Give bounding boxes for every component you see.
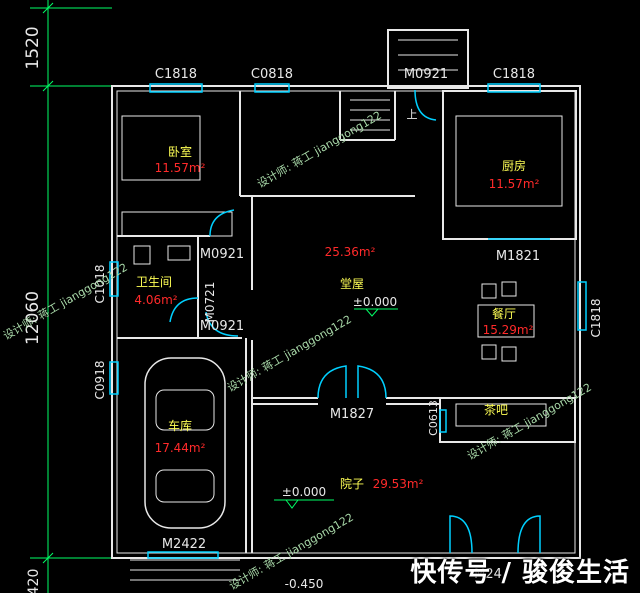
openings bbox=[109, 83, 587, 559]
room-kitchen-name: 厨房 bbox=[502, 158, 526, 173]
room-bathroom-area: 4.06m² bbox=[134, 293, 177, 307]
door-bath-lower-label: M0921 bbox=[200, 319, 244, 334]
window-top-middle-label: C0818 bbox=[251, 67, 293, 82]
room-bedroom-area: 11.57m² bbox=[155, 161, 206, 175]
door-bath-upper-label: M0721 bbox=[203, 282, 217, 323]
room-courtyard-name: 院子 bbox=[340, 477, 364, 491]
window-top-left-label: C1818 bbox=[155, 67, 197, 82]
level-markers bbox=[274, 308, 398, 509]
room-hall-area: 25.36m² bbox=[325, 245, 376, 259]
dim-1520: 1520 bbox=[23, 26, 43, 69]
room-courtyard-area: 29.53m² bbox=[373, 477, 424, 491]
dim-12060: 12060 bbox=[23, 291, 43, 345]
dim-420: 420 bbox=[26, 569, 42, 593]
level-hall: ±0.000 bbox=[353, 295, 397, 309]
room-garage-area: 17.44m² bbox=[155, 441, 206, 455]
window-left-bath-label: C1018 bbox=[93, 265, 107, 304]
level-outside: -0.450 bbox=[285, 577, 324, 591]
door-stair-label: M0921 bbox=[404, 67, 448, 82]
level-courtyard: ±0.000 bbox=[282, 485, 326, 499]
stair-up-label: 上 bbox=[407, 108, 418, 121]
room-hall-name: 堂屋 bbox=[340, 277, 364, 291]
designer-watermark: 设计师: 蒋工 jianggong122 bbox=[225, 313, 354, 395]
door-kitchen-label: M1821 bbox=[496, 249, 540, 264]
door-hall-courtyard-label: M1827 bbox=[330, 407, 374, 422]
window-right-dining-label: C1818 bbox=[589, 299, 603, 338]
designer-watermark: 设计师: 蒋工 jianggong122 bbox=[1, 261, 130, 343]
room-tea-bar-name: 茶吧 bbox=[484, 402, 508, 417]
room-kitchen-area: 11.57m² bbox=[489, 177, 540, 191]
door-bedroom-label: M0921 bbox=[200, 247, 244, 262]
room-bathroom-name: 卫生间 bbox=[136, 275, 172, 289]
window-top-right-label: C1818 bbox=[493, 67, 535, 82]
dimension-chain bbox=[30, 0, 112, 593]
designer-watermark: 设计师: 蒋工 jianggong122 bbox=[255, 109, 384, 191]
window-left-garage-label: C0918 bbox=[93, 361, 107, 400]
room-bedroom-name: 卧室 bbox=[168, 144, 192, 159]
corner-watermark: 快传号 / 骏俊生活 bbox=[410, 558, 630, 588]
door-garage-label: M2422 bbox=[162, 537, 206, 552]
door-entrance-label: M24 bbox=[474, 567, 502, 582]
walls bbox=[111, 29, 581, 581]
window-tea-bar-label: C0613 bbox=[427, 400, 440, 436]
room-garage-name: 车库 bbox=[168, 418, 192, 433]
room-dining-name: 餐厅 bbox=[492, 306, 516, 321]
room-dining-area: 15.29m² bbox=[483, 323, 534, 337]
